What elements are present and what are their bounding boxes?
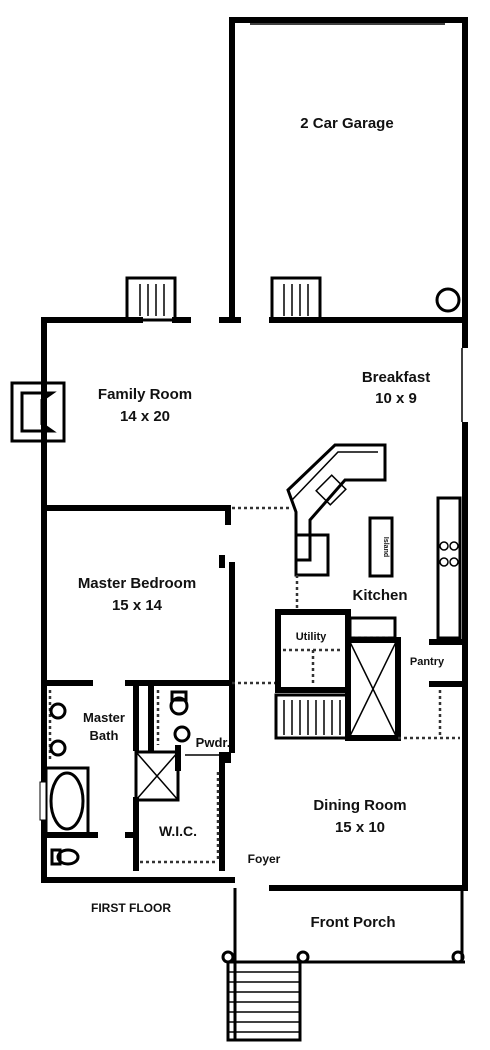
interior-walls — [41, 505, 292, 871]
staircase — [274, 637, 460, 741]
master-bath-fixtures — [39, 690, 90, 866]
toilet-icon — [169, 690, 189, 716]
powder-fixtures — [156, 690, 191, 745]
toilet-icon — [50, 848, 80, 866]
foyer-label: Foyer — [248, 852, 281, 866]
island-label: Island — [382, 537, 389, 557]
rear-steps-right — [270, 276, 322, 322]
sink-icon — [173, 725, 191, 743]
master-bath-label-2: Bath — [90, 728, 119, 743]
shower-icon — [134, 750, 180, 802]
family-room-label: Family Room — [98, 386, 192, 403]
powder-label: Pwdr. — [196, 735, 231, 750]
master-bedroom-label: Master Bedroom — [78, 575, 196, 592]
floor-label: FIRST FLOOR — [91, 901, 171, 915]
utility-label: Utility — [296, 631, 327, 643]
kitchen-counters — [286, 443, 462, 640]
kitchen-label: Kitchen — [352, 587, 407, 604]
rear-steps-left — [125, 276, 177, 322]
fireplace-icon — [10, 381, 66, 443]
garage-label: 2 Car Garage — [300, 115, 393, 132]
exterior-walls — [41, 317, 468, 891]
kitchen-island — [368, 516, 394, 578]
master-bath-label: Master — [83, 710, 125, 725]
garage-walls — [229, 17, 468, 321]
master-bedroom-size: 15 x 14 — [112, 597, 163, 614]
dining-room-size: 15 x 10 — [335, 819, 385, 836]
water-heater-icon — [435, 287, 461, 313]
dining-room-label: Dining Room — [313, 797, 406, 814]
front-porch-label: Front Porch — [311, 914, 396, 931]
pantry-label: Pantry — [410, 656, 445, 668]
family-room-size: 14 x 20 — [120, 408, 170, 425]
pantry-walls — [429, 639, 463, 735]
wic-label: W.I.C. — [159, 823, 197, 839]
front-porch — [221, 888, 465, 1042]
sink-icon — [49, 739, 67, 757]
sink-icon — [49, 702, 67, 720]
breakfast-size: 10 x 9 — [375, 390, 417, 407]
breakfast-label: Breakfast — [362, 369, 430, 386]
